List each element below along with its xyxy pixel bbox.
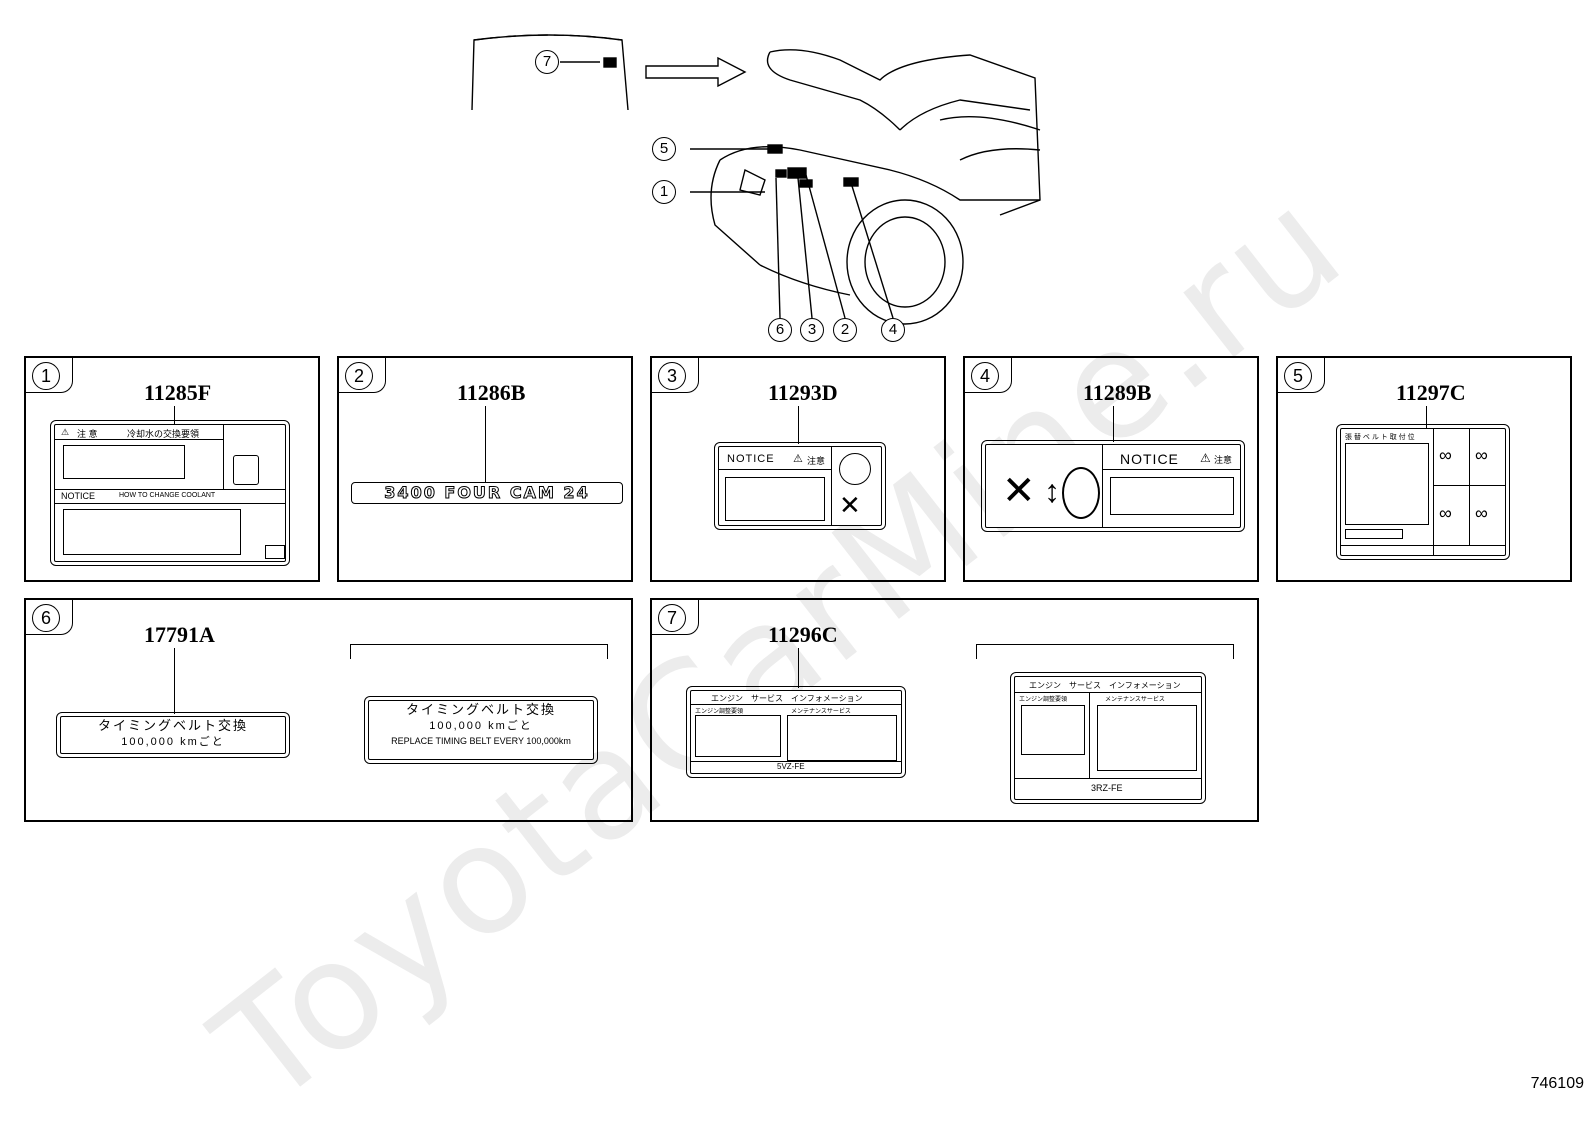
part-number: 11285F: [144, 380, 212, 405]
warning-icon: ⚠: [61, 427, 70, 437]
callout-7: 7: [535, 50, 559, 74]
updown-arrow-icon: ↕: [1044, 473, 1060, 509]
vehicle-overview-illustration: [471, 34, 1041, 325]
cross-icon: ✕: [839, 490, 861, 520]
panel-number: 2: [345, 362, 373, 390]
warning-icon: ⚠: [793, 453, 803, 465]
emblem-label: 3400 FOUR CAM 24: [351, 482, 623, 504]
part-number: 11286B: [457, 380, 526, 405]
diagram-code: 746109: [1530, 1075, 1584, 1092]
callout-3: 3: [800, 318, 824, 342]
panel-number: 4: [971, 362, 999, 390]
panel-number: 7: [658, 604, 686, 632]
panel-number: 6: [32, 604, 60, 632]
belt-diagram-icon: ∞: [1439, 503, 1452, 523]
panel-number: 3: [658, 362, 686, 390]
label-illustration: ⚠ 注 意 冷却水の交換要領 NOTICE HOW TO CHANGE COOL…: [50, 420, 290, 566]
part-number: 11293D: [768, 380, 838, 405]
belt-routing-label: 張 替 ベ ル ト 取 付 位 ∞ ∞ ∞ ∞: [1336, 424, 1510, 560]
belt-diagram-icon: ∞: [1475, 503, 1488, 523]
panel-2: 2 11286B 3400 FOUR CAM 24: [337, 356, 633, 582]
notice-label: NOTICE ⚠ 注意 ✕: [714, 442, 886, 530]
radiator-icon: [233, 455, 259, 485]
part-number: 11296C: [768, 622, 838, 647]
callout-6: 6: [768, 318, 792, 342]
panel-1: 1 11285F ⚠ 注 意 冷却水の交換要領 NOTICE HOW TO CH…: [24, 356, 320, 582]
engine-info-label: エンジン サービス インフォメーション エンジン調整要領 メンテナンスサービス …: [686, 686, 906, 778]
belt-diagram-icon: ∞: [1475, 445, 1488, 465]
cross-icon: ✕: [1002, 469, 1036, 513]
part-number: 11297C: [1396, 380, 1466, 405]
callout-1: 1: [652, 180, 676, 204]
panel-7: 7 11296C エンジン サービス インフォメーション エンジン調整要領 メン…: [650, 598, 1259, 822]
notice-label: NOTICE ⚠ 注意 ✕ ↕: [981, 440, 1245, 532]
timing-belt-label: タイミングベルト交換 100,000 kmごと: [56, 712, 290, 758]
callout-5: 5: [652, 137, 676, 161]
panel-5: 5 11297C 張 替 ベ ル ト 取 付 位 ∞ ∞ ∞ ∞: [1276, 356, 1572, 582]
panel-number: 1: [32, 362, 60, 390]
engine-info-label-alt: エンジン サービス インフォメーション エンジン調整要領 メンテナンスサービス …: [1010, 672, 1206, 804]
warning-icon: ⚠: [1200, 451, 1211, 465]
fan-icon: [1062, 467, 1100, 519]
panel-3: 3 11293D NOTICE ⚠ 注意 ✕: [650, 356, 946, 582]
fan-icon: [839, 453, 871, 485]
part-number: 11289B: [1083, 380, 1152, 405]
panel-6: 6 17791A タイミングベルト交換 100,000 kmごと タイミングベル…: [24, 598, 633, 822]
belt-diagram-icon: ∞: [1439, 445, 1452, 465]
callout-4: 4: [881, 318, 905, 342]
callout-2: 2: [833, 318, 857, 342]
timing-belt-label-alt: タイミングベルト交換 100,000 kmごと REPLACE TIMING B…: [364, 696, 598, 764]
panel-4: 4 11289B NOTICE ⚠ 注意 ✕ ↕: [963, 356, 1259, 582]
panel-number: 5: [1284, 362, 1312, 390]
part-number: 17791A: [144, 622, 215, 647]
